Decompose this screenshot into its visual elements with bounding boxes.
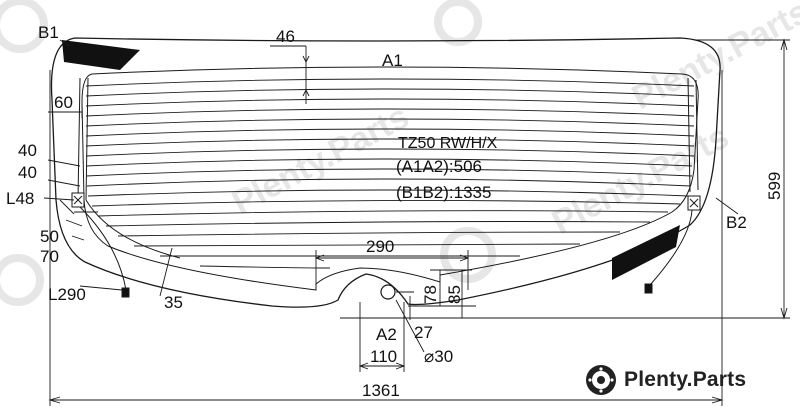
frit-corner-b1 xyxy=(62,40,140,70)
bus-bars xyxy=(77,77,699,259)
dim-edge-35: 35 xyxy=(164,293,183,312)
point-b2-label: B2 xyxy=(726,213,747,232)
dim-cable-l290: L290 xyxy=(48,285,86,304)
watermark-text-3: Plenty.Parts xyxy=(626,0,800,117)
dim-notch-110: 110 xyxy=(370,347,397,366)
connector-right xyxy=(644,195,701,294)
mounting-hole xyxy=(380,284,396,300)
glass-inner-edge xyxy=(81,66,699,291)
dim-notch-27: 27 xyxy=(414,323,433,342)
dim-notch-78: 78 xyxy=(421,285,440,304)
point-a1-label: A1 xyxy=(382,51,403,70)
dim-side-60: 60 xyxy=(54,93,73,112)
dim-inner-290: 290 xyxy=(366,237,394,256)
brand-name: Plenty.Parts xyxy=(624,368,747,391)
dim-notch-85: 85 xyxy=(445,285,464,304)
brand-badge: Plenty.Parts xyxy=(584,363,746,397)
part-a1a2: (A1A2):506 xyxy=(396,157,482,176)
dimension-lines xyxy=(43,38,790,406)
dim-side-70: 70 xyxy=(40,247,59,266)
dim-side-40b: 40 xyxy=(18,163,37,182)
dim-top-offset: 46 xyxy=(276,27,295,46)
dim-hole-diameter: ⌀30 xyxy=(424,347,453,366)
labels: B1 A1 B2 A2 46 60 40 40 L48 50 70 L290 3… xyxy=(6,23,784,400)
dim-height-total: 599 xyxy=(765,172,784,200)
glass-outer-edge xyxy=(50,37,721,308)
point-a2-label: A2 xyxy=(376,325,397,344)
dim-side-50: 50 xyxy=(40,227,59,246)
brake-disc-logo-icon xyxy=(586,365,616,395)
part-code: TZ50 RW/H/X xyxy=(398,135,498,152)
watermark-text-2: Plenty.Parts xyxy=(546,117,735,242)
heater-grid xyxy=(85,78,695,269)
dim-side-40a: 40 xyxy=(18,141,37,160)
dim-side-l48: L48 xyxy=(6,189,34,208)
part-b1b2: (B1B2):1335 xyxy=(396,183,491,202)
connector-left xyxy=(71,192,130,298)
point-b1-label: B1 xyxy=(38,23,59,42)
frit-corner-b2 xyxy=(612,225,680,280)
dim-width-total: 1361 xyxy=(362,381,400,400)
